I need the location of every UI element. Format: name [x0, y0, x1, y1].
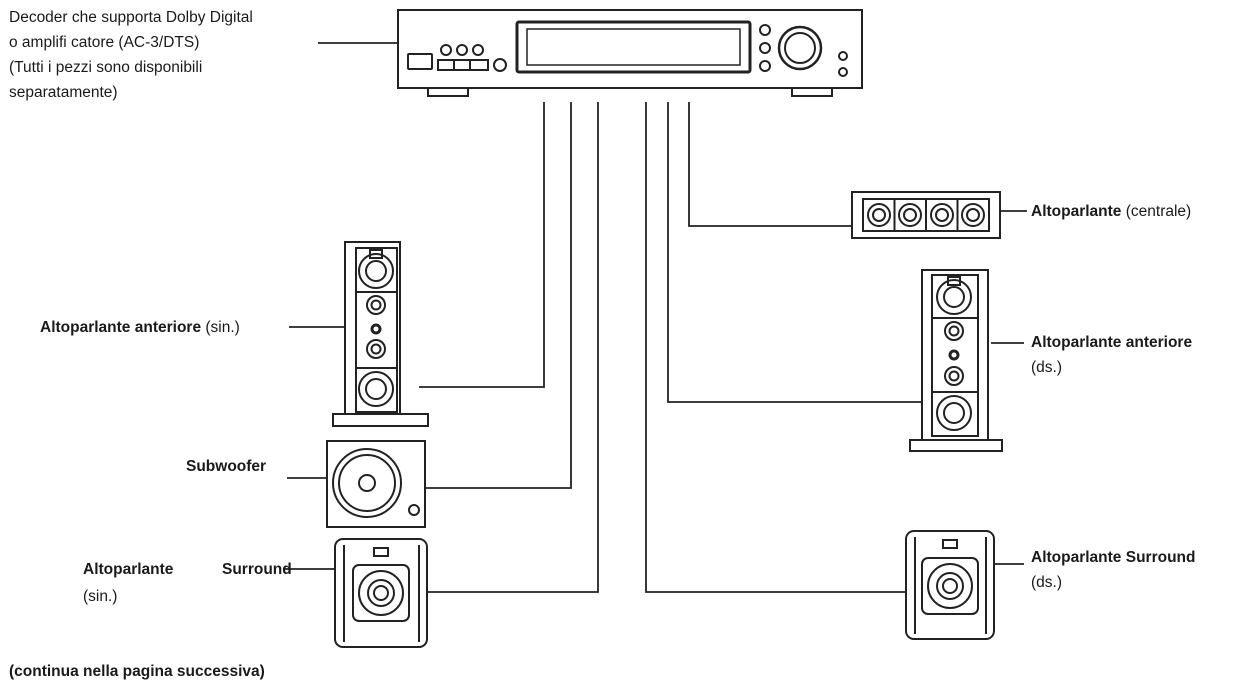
front-right-speaker-label: Altoparlante anteriore (ds.) — [1031, 330, 1192, 380]
subwoofer-label: Subwoofer — [186, 458, 267, 475]
surround-left-label-name: Altoparlante — [83, 561, 174, 578]
subwoofer — [326, 440, 426, 528]
continue-note: (continua nella pagina successiva) — [9, 663, 265, 680]
decoder-label-line: separatamente) — [9, 84, 118, 101]
connection-wires — [283, 42, 1027, 593]
front-right-speaker-qualifier: (ds.) — [1031, 359, 1062, 376]
decoder-label-line: (Tutti i pezzi sono disponibili — [9, 59, 203, 76]
surround-left-label-qualifier: (sin.) — [83, 588, 118, 605]
decoder-label-line: Decoder che supporta Dolby Digital — [9, 9, 253, 26]
front-left-speaker-name: Altoparlante anteriore — [40, 319, 202, 336]
front-right-speaker-name: Altoparlante anteriore — [1031, 334, 1193, 351]
center-speaker-name: Altoparlante — [1031, 203, 1122, 220]
center-speaker-label: Altoparlante (centrale) — [1031, 199, 1191, 224]
surround-right-speaker-label: Altoparlante Surround (ds.) — [1031, 545, 1195, 595]
center-speaker-qualifier: (centrale) — [1125, 203, 1192, 220]
surround-right-speaker — [905, 530, 995, 640]
surround-right-speaker-name: Altoparlante Surround — [1031, 549, 1196, 566]
front-left-speaker-label: Altoparlante anteriore (sin.) — [40, 315, 240, 340]
front-left-speaker — [332, 241, 429, 427]
surround-left-label-surround: Surround — [222, 561, 292, 578]
decoder-label: Decoder che supporta Dolby Digital o amp… — [9, 5, 253, 105]
receiver-unit — [397, 9, 863, 97]
center-speaker — [851, 191, 1001, 239]
decoder-label-line: o amplifi catore (AC-3/DTS) — [9, 34, 200, 51]
surround-right-speaker-qualifier: (ds.) — [1031, 574, 1062, 591]
front-left-speaker-qualifier: (sin.) — [205, 319, 240, 336]
front-right-speaker — [909, 269, 1003, 452]
surround-left-speaker — [334, 538, 428, 648]
